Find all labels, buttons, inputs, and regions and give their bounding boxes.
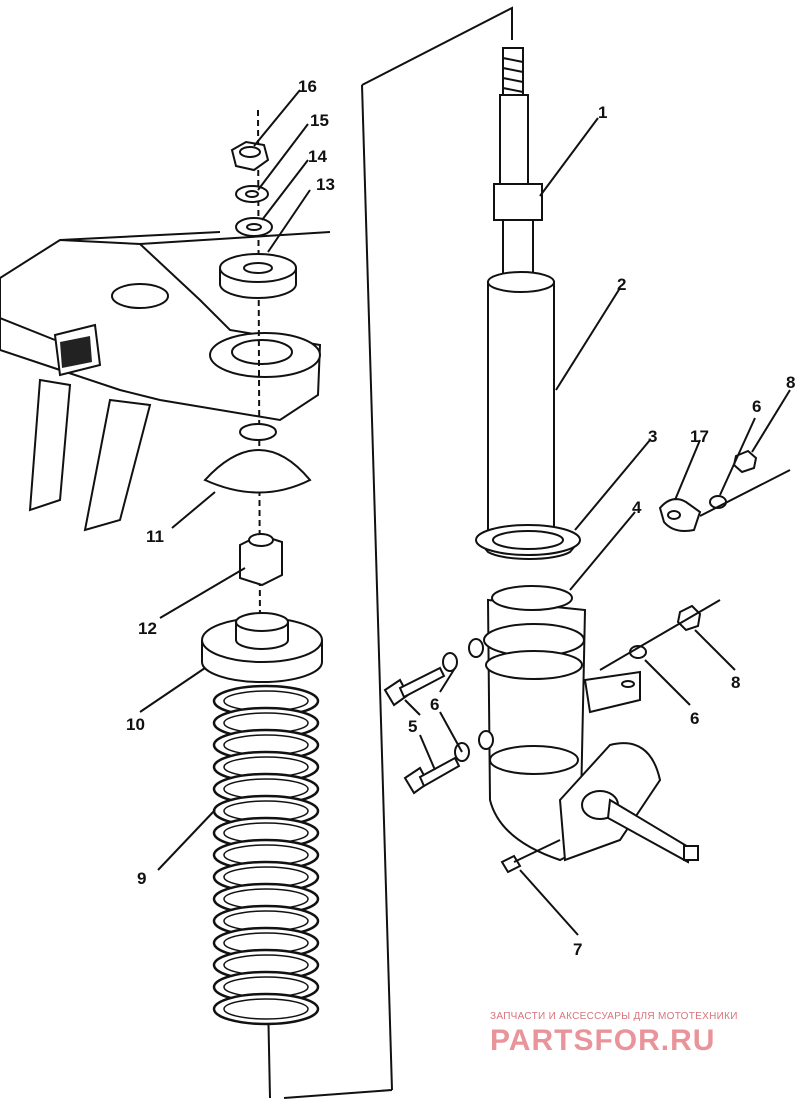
watermark-tagline: ЗАПЧАСТИ И АКСЕССУАРЫ ДЛЯ МОТОТЕХНИКИ <box>490 1011 738 1022</box>
callout-16: 16 <box>298 77 317 96</box>
callout-labels: 1 2 3 4 5 6 6 6 7 8 8 9 10 11 12 13 14 1… <box>126 77 795 959</box>
bolt-5-lower <box>403 730 494 795</box>
hardware-upper-right <box>699 449 791 517</box>
callout-6-right: 6 <box>690 709 699 728</box>
callout-7: 7 <box>573 940 582 959</box>
bolt-5-upper <box>383 638 484 707</box>
callout-10: 10 <box>126 715 145 734</box>
watermark-logo: PARTSFOR.RU <box>490 1024 715 1057</box>
shock-absorber <box>477 47 581 561</box>
strut-housing-4 <box>483 585 699 864</box>
callout-4: 4 <box>632 498 642 517</box>
spring-cup-11 <box>203 423 312 494</box>
spring-seat-10 <box>201 612 323 683</box>
hardware-mid-right <box>599 599 721 671</box>
clamp-17 <box>658 498 702 532</box>
callout-11: 11 <box>146 527 164 546</box>
callout-1: 1 <box>598 103 607 122</box>
frame-bracket <box>0 231 331 532</box>
coil-spring-9 <box>212 684 320 1026</box>
leader-lines <box>139 89 791 936</box>
callout-8-upper: 8 <box>786 373 795 392</box>
nut-16 <box>230 140 270 172</box>
callout-5: 5 <box>408 717 417 736</box>
callout-6-left: 6 <box>430 695 439 714</box>
screw-7 <box>500 839 561 874</box>
callout-15: 15 <box>310 111 329 130</box>
callout-8-lower: 8 <box>731 673 740 692</box>
callout-3: 3 <box>648 427 657 446</box>
bushing-13 <box>219 253 297 299</box>
callout-9: 9 <box>137 869 146 888</box>
spring-coil-inner <box>223 998 309 1020</box>
callout-17: 17 <box>690 427 709 446</box>
nut-12 <box>239 533 283 587</box>
watermark: ЗАПЧАСТИ И АКСЕССУАРЫ ДЛЯ МОТОТЕХНИКИ PA… <box>490 1011 738 1057</box>
callout-13: 13 <box>316 175 335 194</box>
callout-6-upper: 6 <box>752 397 761 416</box>
callout-12: 12 <box>138 619 157 638</box>
callout-14: 14 <box>308 147 327 166</box>
callout-2: 2 <box>617 275 626 294</box>
